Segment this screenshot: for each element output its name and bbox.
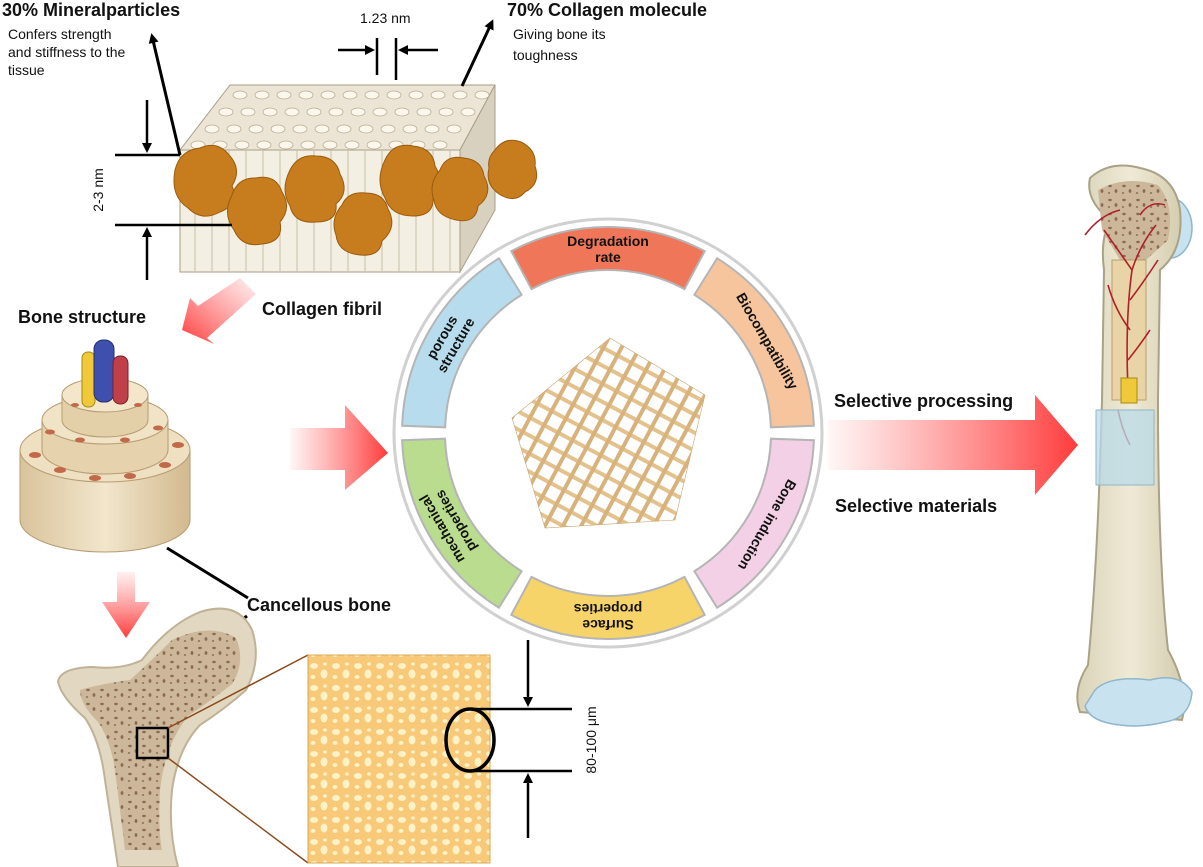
ring-segment — [401, 256, 524, 429]
selective-materials-label: Selective materials — [835, 496, 998, 516]
ring-segment — [509, 575, 707, 640]
long-bone-illustration — [1076, 164, 1193, 727]
spacing-label: 1.23 nm — [360, 10, 411, 26]
ring-segment — [692, 437, 815, 610]
ring-outer-border — [392, 217, 824, 649]
femur-head-illustration — [56, 607, 257, 867]
scaffold-mesh — [511, 337, 706, 529]
mineral-pointer-arrow — [148, 33, 182, 156]
cancellous-pointer-1 — [166, 546, 249, 600]
red-arrow-to-bone-structure — [182, 278, 256, 344]
collagen-desc-line2: toughness — [513, 47, 578, 63]
mineral-particles — [173, 139, 538, 256]
spongy-bone-zoom — [307, 654, 491, 864]
cancellous-bone-label: Cancellous bone — [247, 595, 392, 615]
mineral-desc-line2: and stiffness to the — [8, 44, 126, 60]
height-label: 2-3 nm — [90, 168, 106, 212]
ring-segment — [401, 437, 524, 610]
red-arrow-to-ring — [290, 405, 388, 490]
osteon-illustration — [19, 339, 191, 553]
property-ring: mechanicalpropertiesporousstructureDegra… — [401, 226, 815, 640]
red-arrow-to-long-bone — [828, 395, 1078, 495]
collagen-desc-line1: Giving bone its — [513, 26, 606, 42]
selective-processing-label: Selective processing — [834, 391, 1014, 411]
magnify-box — [135, 726, 170, 760]
spacing-dimension — [338, 38, 438, 80]
collagen-fibril-label: Collagen fibril — [262, 299, 383, 319]
zoom-line-bottom — [167, 757, 309, 864]
mineral-title: 30% Mineralparticles — [2, 0, 181, 20]
collagen-title: 70% Collagen molecule — [507, 0, 708, 20]
pore-size-label: 80-100 μm — [583, 706, 599, 774]
mineral-desc-line3: tissue — [8, 62, 45, 78]
bone-structure-label: Bone structure — [18, 307, 147, 327]
pore-dimension — [444, 640, 572, 838]
mineral-desc-line1: Confers strength — [8, 26, 112, 42]
ring-segment — [509, 226, 707, 291]
ring-segment-label: Surfaceproperties — [574, 601, 643, 633]
ring-segment — [692, 256, 815, 429]
collagen-fibril-illustration — [173, 84, 538, 274]
collagen-pointer-arrow — [460, 19, 494, 87]
red-arrow-to-cancellous — [102, 572, 150, 638]
height-dimension — [115, 100, 232, 280]
zoom-line-top — [167, 654, 309, 729]
